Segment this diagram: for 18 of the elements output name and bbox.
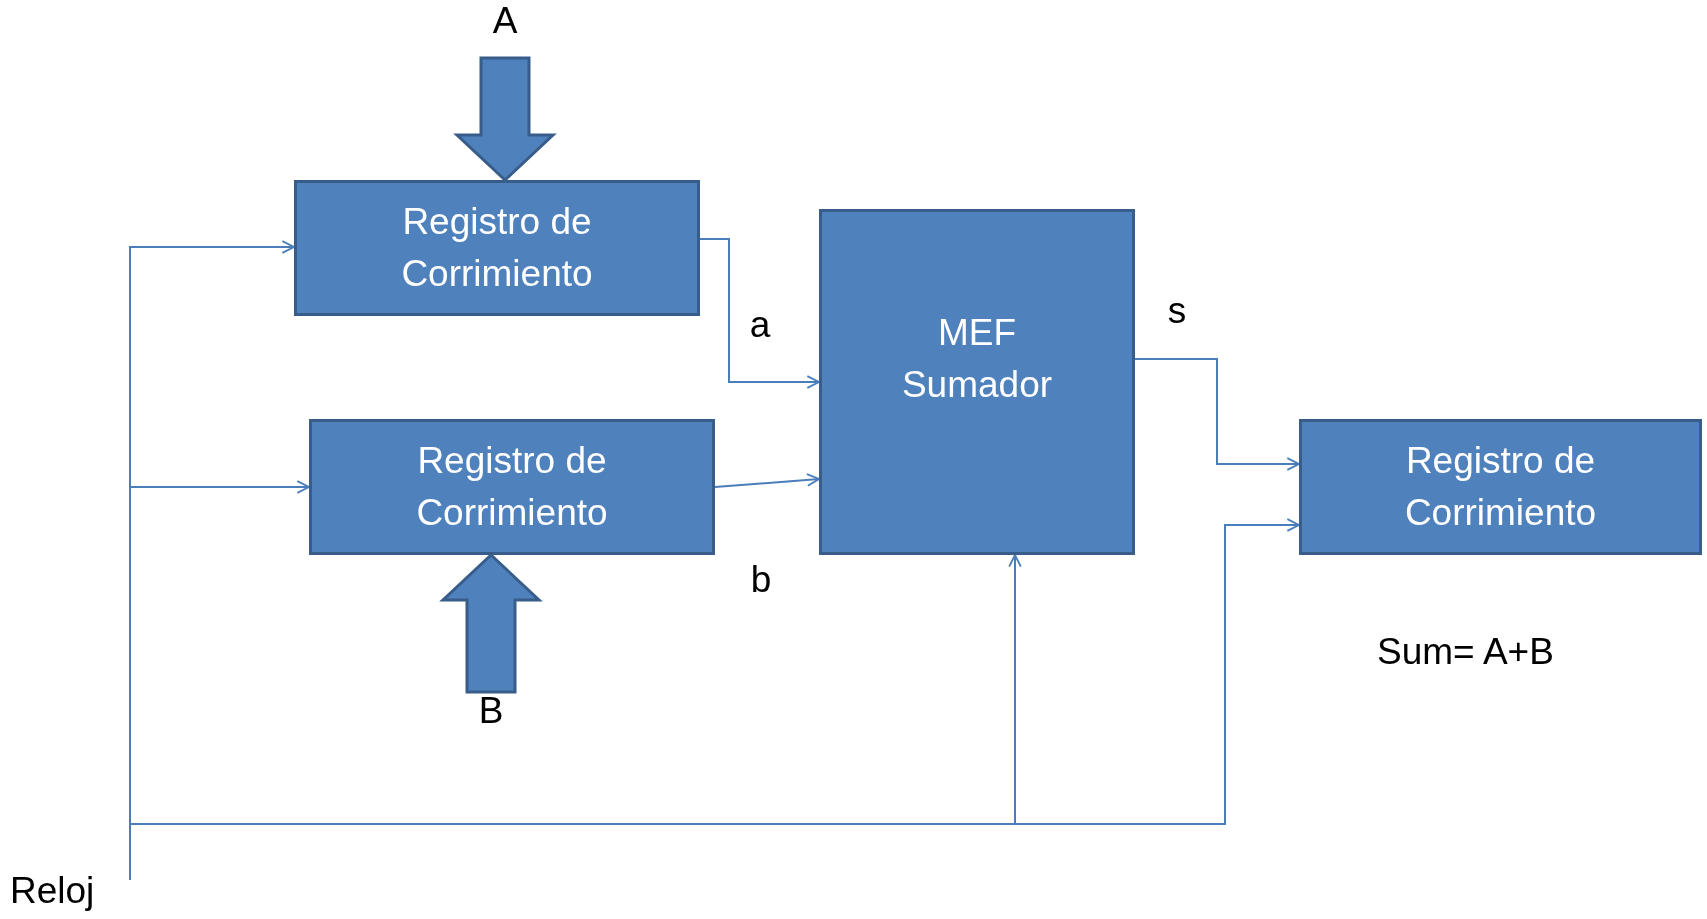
block-arrow [439, 552, 543, 694]
block-label: Registro de Corrimiento [400, 200, 594, 296]
arrow [129, 518, 1300, 881]
register-block [294, 180, 700, 316]
arrow [699, 238, 820, 389]
block-label: MEF Sumador [900, 311, 1054, 407]
formula-note: Sum= A+B [1377, 633, 1554, 670]
block-label: Registro de Corrimiento [1403, 439, 1598, 535]
signal-label: Reloj [10, 872, 95, 909]
signal-label: A [492, 2, 518, 39]
signal-label: B [478, 692, 504, 729]
arrow [714, 473, 820, 488]
arrow [1134, 358, 1300, 471]
register-block [1299, 419, 1702, 555]
register-block [309, 419, 715, 555]
fsm-block [819, 209, 1135, 555]
block-arrow [453, 56, 557, 183]
block-label: Registro de Corrimiento [415, 439, 609, 535]
